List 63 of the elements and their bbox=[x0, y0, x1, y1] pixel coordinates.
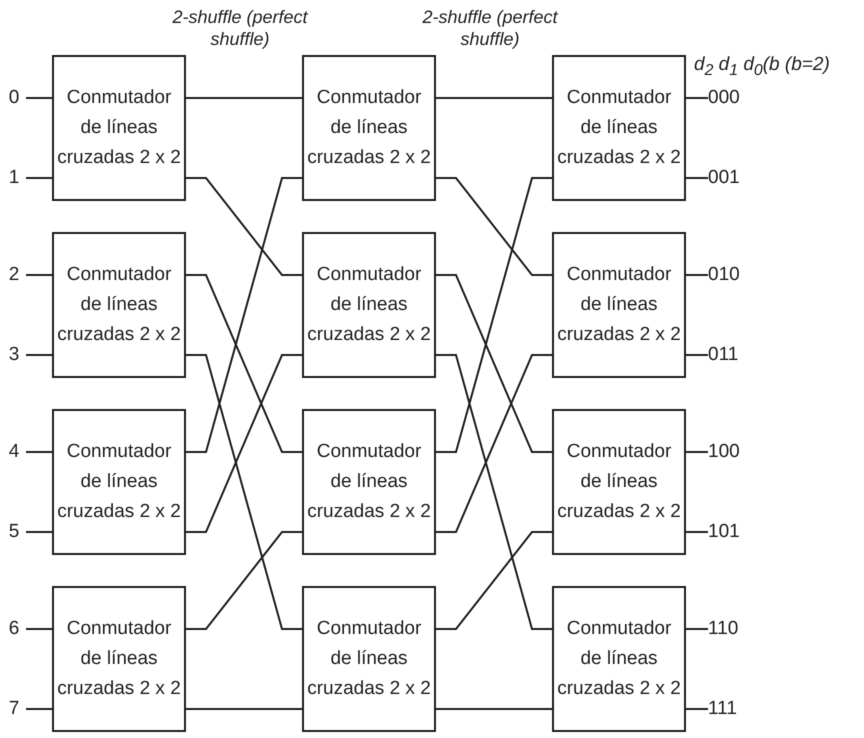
connector-line bbox=[436, 708, 552, 710]
port-label: 0 bbox=[2, 85, 26, 111]
connector-line bbox=[686, 97, 708, 99]
connector-line bbox=[686, 531, 708, 533]
switch-box: Conmutador de líneas cruzadas 2 x 2 bbox=[552, 409, 686, 555]
connector-line bbox=[186, 177, 302, 276]
connector-line bbox=[436, 177, 552, 453]
switch-box: Conmutador de líneas cruzadas 2 x 2 bbox=[552, 586, 686, 732]
connector-line bbox=[436, 97, 552, 99]
connector-line bbox=[186, 97, 302, 99]
connector-line bbox=[436, 354, 552, 630]
switch-box: Conmutador de líneas cruzadas 2 x 2 bbox=[52, 55, 186, 201]
connector-line bbox=[686, 354, 708, 356]
port-label: 3 bbox=[2, 342, 26, 368]
port-label: 001 bbox=[708, 165, 758, 191]
port-label: 4 bbox=[2, 439, 26, 465]
connector-line bbox=[436, 354, 552, 533]
connector-line bbox=[186, 354, 302, 533]
stage-label: 2-shuffle (perfect shuffle) bbox=[421, 6, 559, 50]
connector-line bbox=[26, 274, 52, 276]
connector-line bbox=[26, 628, 52, 630]
port-label: 101 bbox=[708, 519, 758, 545]
column-header: d$_{2}$ d$_{1}$ d$_{0}$(b (b=2) bbox=[694, 54, 830, 80]
port-label: 7 bbox=[2, 696, 26, 722]
switch-box: Conmutador de líneas cruzadas 2 x 2 bbox=[552, 232, 686, 378]
switch-box: Conmutador de líneas cruzadas 2 x 2 bbox=[302, 586, 436, 732]
connector-line bbox=[26, 531, 52, 533]
connector-line bbox=[686, 708, 708, 710]
port-label: 1 bbox=[2, 165, 26, 191]
switch-box: Conmutador de líneas cruzadas 2 x 2 bbox=[302, 55, 436, 201]
connector-line bbox=[26, 451, 52, 453]
connector-line bbox=[26, 97, 52, 99]
switch-box: Conmutador de líneas cruzadas 2 x 2 bbox=[52, 232, 186, 378]
port-label: 011 bbox=[708, 342, 758, 368]
connector-line bbox=[186, 274, 302, 453]
connector-line bbox=[686, 451, 708, 453]
connector-line bbox=[186, 708, 302, 710]
port-label: 000 bbox=[708, 85, 758, 111]
connector-line bbox=[186, 531, 302, 630]
switch-box: Conmutador de líneas cruzadas 2 x 2 bbox=[302, 232, 436, 378]
switch-box: Conmutador de líneas cruzadas 2 x 2 bbox=[302, 409, 436, 555]
switch-box: Conmutador de líneas cruzadas 2 x 2 bbox=[552, 55, 686, 201]
connector-line bbox=[436, 177, 552, 276]
port-label: 2 bbox=[2, 262, 26, 288]
stage-label: 2-shuffle (perfect shuffle) bbox=[171, 6, 309, 50]
connector-line bbox=[686, 177, 708, 179]
port-label: 010 bbox=[708, 262, 758, 288]
connector-line bbox=[186, 177, 302, 453]
connector-line bbox=[186, 354, 302, 630]
port-label: 111 bbox=[708, 696, 758, 722]
connector-line bbox=[436, 274, 552, 453]
connector-line bbox=[436, 531, 552, 630]
port-label: 6 bbox=[2, 616, 26, 642]
switch-box: Conmutador de líneas cruzadas 2 x 2 bbox=[52, 409, 186, 555]
port-label: 5 bbox=[2, 519, 26, 545]
port-label: 110 bbox=[708, 616, 758, 642]
port-label: 100 bbox=[708, 439, 758, 465]
switch-box: Conmutador de líneas cruzadas 2 x 2 bbox=[52, 586, 186, 732]
connector-line bbox=[26, 354, 52, 356]
connector-line bbox=[686, 274, 708, 276]
connector-line bbox=[686, 628, 708, 630]
connector-line bbox=[26, 177, 52, 179]
connector-line bbox=[26, 708, 52, 710]
